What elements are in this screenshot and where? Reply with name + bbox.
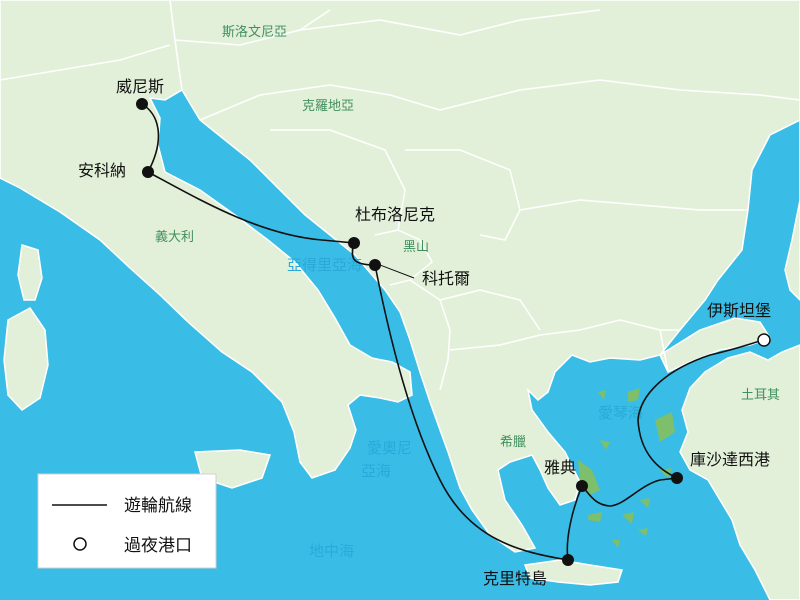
label-kotor: 科托爾	[422, 269, 470, 288]
island-kos	[638, 528, 648, 536]
border-turkey-greece	[659, 329, 669, 373]
port-dubrovnik-marker	[348, 237, 360, 249]
label-mediterranean-sea: 地中海	[309, 542, 354, 560]
border-serbia	[405, 149, 521, 241]
border-macedonia	[439, 289, 541, 331]
port-crete-marker	[562, 554, 574, 566]
port-ancona-marker	[142, 166, 154, 178]
border-romania	[439, 79, 800, 111]
island-santorini	[612, 540, 620, 548]
legend: 遊輪航線 過夜港口	[37, 473, 217, 569]
border-montenegro	[374, 229, 433, 286]
border-croatia-hungary	[199, 84, 441, 121]
label-adriatic-sea: 亞得里亞海	[287, 256, 362, 274]
label-kusadasi: 庫沙達西港	[690, 450, 770, 469]
label-ionian-sea-1: 愛奧尼	[367, 439, 412, 457]
port-kusadasi-marker	[671, 472, 683, 484]
island-paros	[640, 498, 650, 508]
label-aegean-sea: 愛琴海	[598, 404, 643, 422]
landmass-anatolia-north	[784, 120, 800, 302]
label-dubrovnik: 杜布洛尼克	[355, 205, 435, 224]
port-athens-marker	[576, 480, 588, 492]
legend-overnight-label: 過夜港口	[124, 536, 192, 556]
island-chios	[655, 412, 675, 442]
label-istanbul: 伊斯坦堡	[707, 301, 771, 320]
kotor-pointer-line	[379, 264, 415, 279]
label-ancona: 安科納	[78, 161, 126, 180]
cruise-route-line	[141, 103, 765, 561]
island-naxos	[622, 512, 634, 524]
border-austria	[299, 9, 601, 36]
country-borders	[0, 9, 800, 391]
label-athens: 雅典	[544, 458, 576, 477]
port-venice-marker	[136, 98, 148, 110]
island-corsica	[17, 244, 43, 301]
label-venice: 威尼斯	[116, 77, 164, 96]
island-lemnos	[598, 390, 606, 400]
port-istanbul-overnight-marker	[757, 333, 771, 347]
landmass-turkey	[679, 344, 800, 600]
label-greece: 希臘	[500, 435, 526, 450]
border-albania	[409, 279, 451, 391]
border-slovenia	[174, 9, 331, 46]
legend-box	[37, 473, 217, 569]
label-italy: 義大利	[155, 229, 194, 245]
label-crete: 克里特島	[483, 569, 547, 588]
label-ionian-sea-2: 亞海	[361, 462, 391, 480]
island-skyros	[600, 440, 610, 450]
island-lesbos	[628, 388, 640, 402]
island-andros	[588, 512, 602, 522]
label-croatia: 克羅地亞	[302, 99, 354, 114]
border-italy-north	[0, 44, 171, 81]
port-kotor-marker	[369, 259, 381, 271]
legend-route-label: 遊輪航線	[124, 496, 192, 516]
island-sardinia	[3, 307, 49, 411]
label-montenegro: 黑山	[403, 240, 429, 255]
border-bosnia	[270, 129, 406, 231]
legend-overnight-swatch	[73, 537, 87, 551]
border-bulgaria	[519, 199, 748, 211]
island-euboea	[578, 460, 600, 495]
label-turkey: 土耳其	[741, 388, 780, 403]
label-slovenia: 斯洛文尼亞	[222, 25, 287, 40]
aegean-islands	[578, 388, 675, 548]
